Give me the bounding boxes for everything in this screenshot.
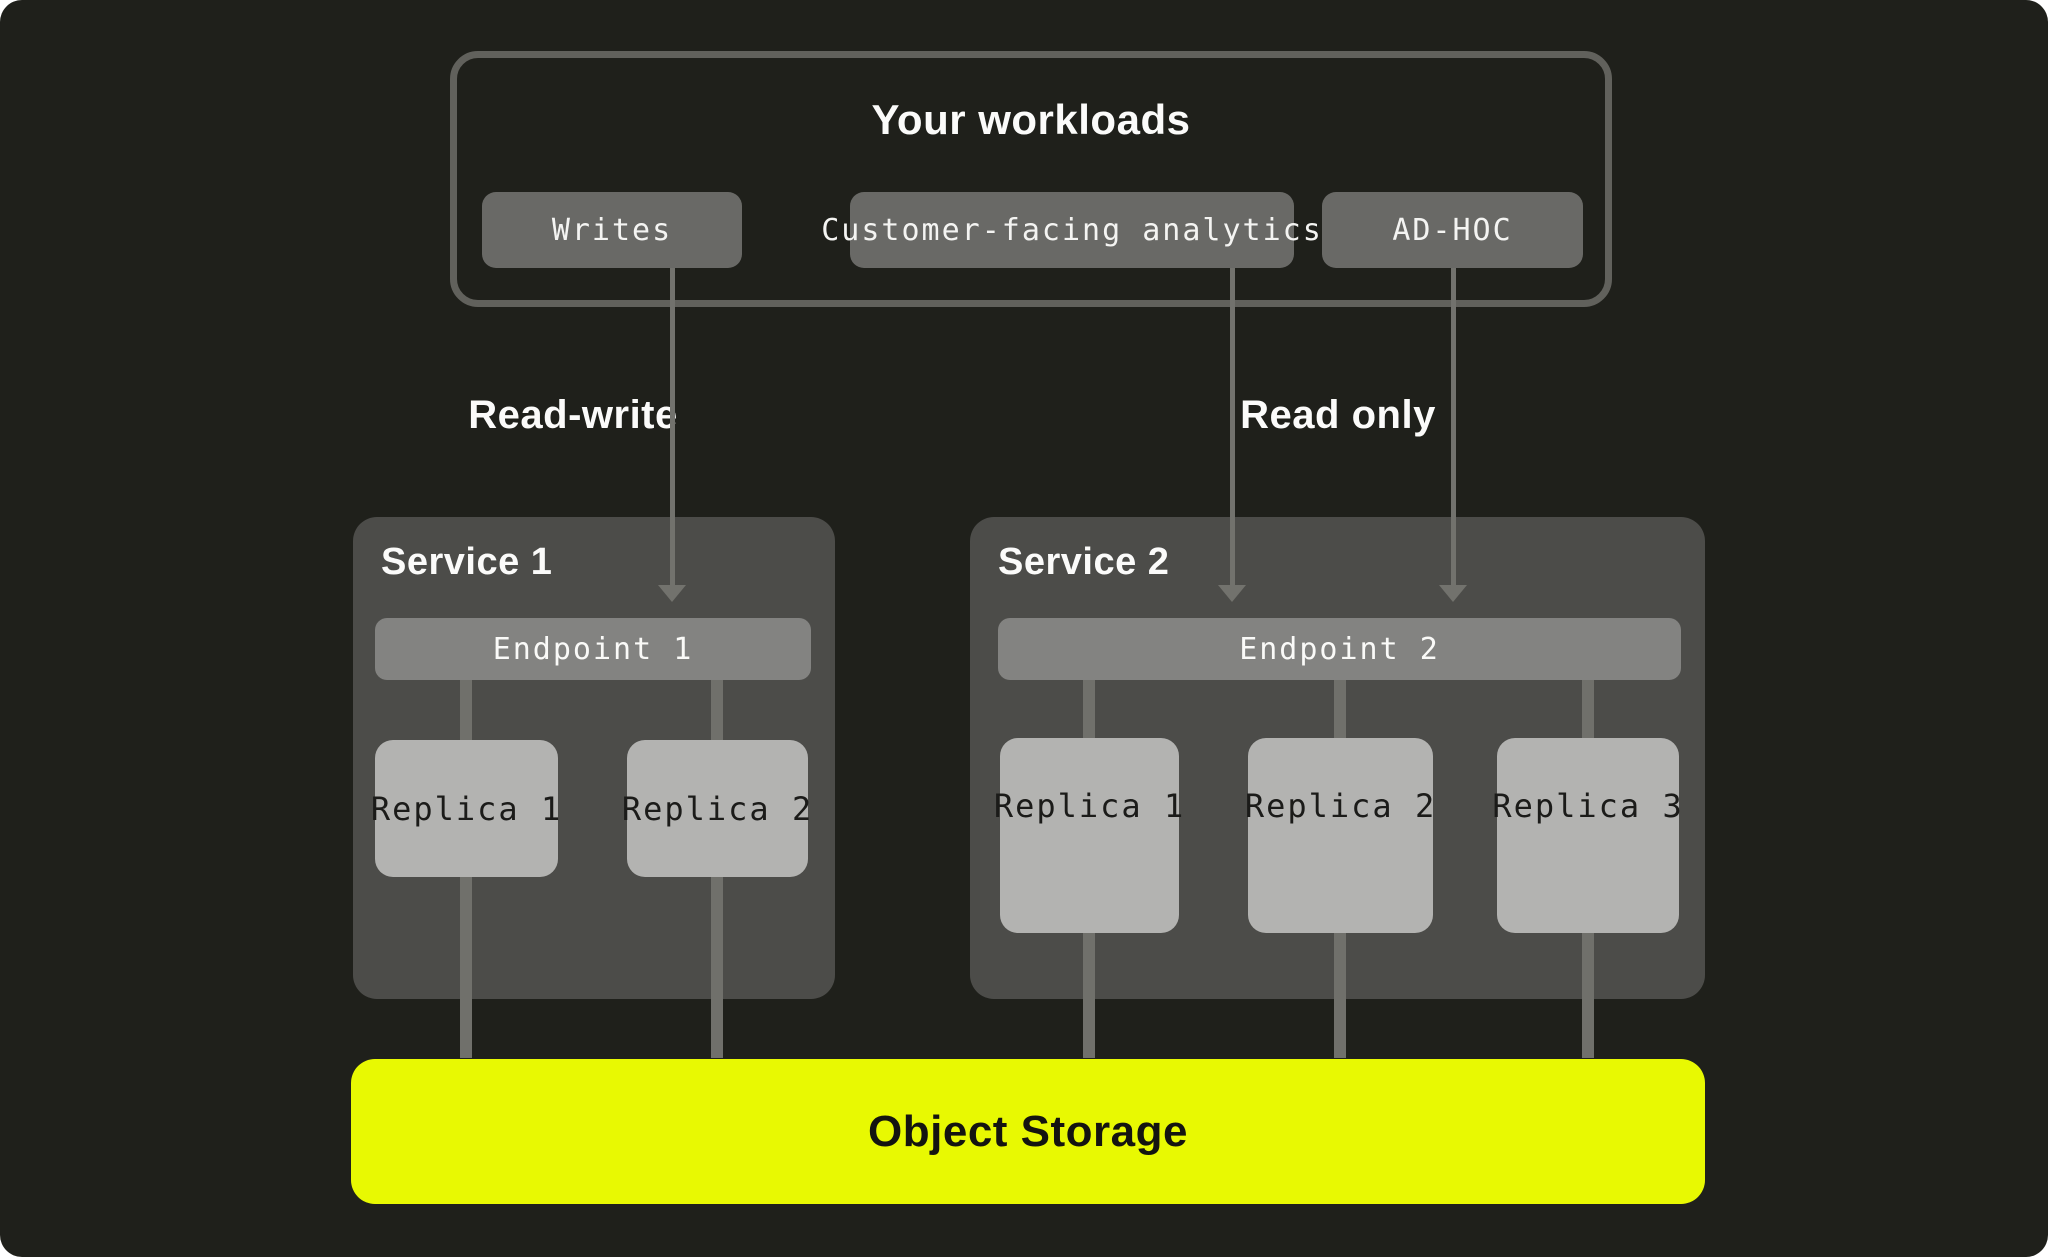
workload-chip-ad-hoc-label: AD-HOC [1392,212,1513,248]
writes-arrowhead-icon [658,585,686,602]
service-2-replica-2-label: Replica 2 [1244,787,1437,825]
endpoint-2-bar: Endpoint 2 [998,618,1681,680]
analytics-arrowhead-icon [1218,585,1246,602]
service-2-replica-2: Replica 2 [1244,738,1437,933]
flow-label-read-write: Read-write [468,393,678,437]
service-1-replica-2: Replica 2 [622,740,811,877]
adhoc-arrow-line [1451,268,1456,586]
object-storage-box: Object Storage [351,1059,1705,1204]
object-storage-label: Object Storage [868,1106,1188,1156]
service-1-replica-1: Replica 1 [371,740,560,877]
endpoint-2-label: Endpoint 2 [1239,631,1440,667]
service-1-replica-1-label: Replica 1 [370,789,563,828]
service-2-title: Service 2 [998,541,1170,583]
service-2-replica-3: Replica 3 [1492,738,1682,933]
analytics-arrow-line [1230,268,1235,586]
workload-chip-customer-facing-analytics-label: Customer-facing analytics [821,212,1323,248]
workload-chip-writes: Writes [482,192,742,268]
workloads-title: Your workloads [871,96,1191,143]
flow-label-read-only: Read only [1240,393,1436,437]
workloads-group-box [450,51,1612,307]
service-1-title: Service 1 [381,541,553,583]
endpoint-1-label: Endpoint 1 [492,631,694,667]
service-1-replica-2-label: Replica 2 [621,789,814,828]
workload-chip-ad-hoc: AD-HOC [1322,192,1583,268]
service-2-replica-3-label: Replica 3 [1492,787,1684,825]
adhoc-arrowhead-icon [1439,585,1467,602]
workload-chip-customer-facing-analytics: Customer-facing analytics [821,192,1321,268]
service-2-replica-1: Replica 1 [994,738,1183,933]
service-2-replica-1-label: Replica 1 [993,787,1186,825]
workload-chip-writes-label: Writes [551,212,673,248]
writes-arrow-line [670,268,675,586]
endpoint-1-bar: Endpoint 1 [375,618,811,680]
